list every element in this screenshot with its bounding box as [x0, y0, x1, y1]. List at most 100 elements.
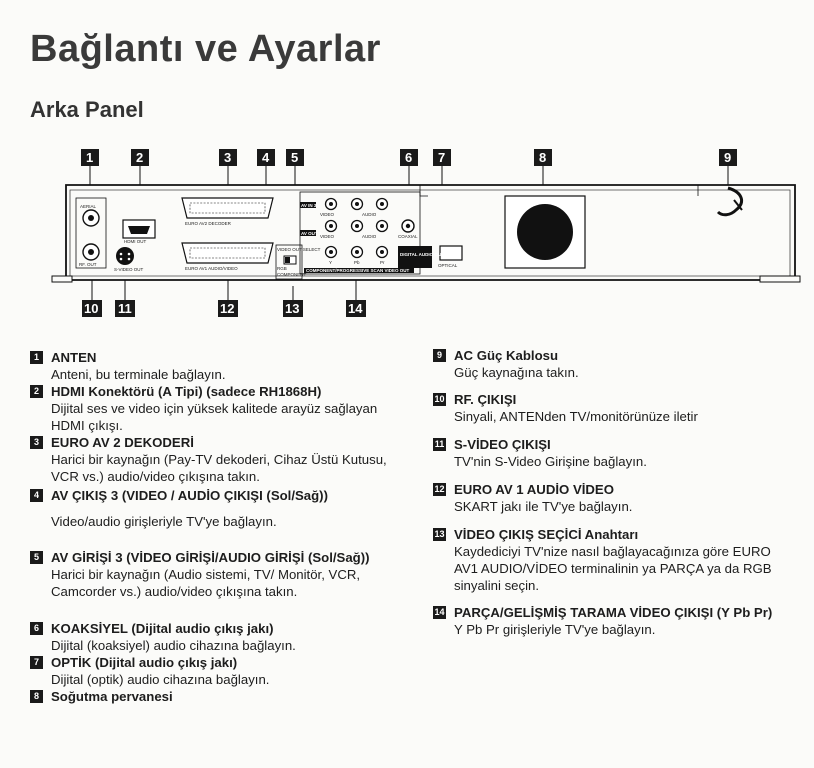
- callout-7: 7: [438, 150, 445, 165]
- page-title: Bağlantı ve Ayarlar: [30, 28, 381, 70]
- callout-12: 12: [220, 301, 234, 316]
- item-description: Kaydediciyi TV'nize nasıl bağlayacağınız…: [454, 544, 772, 593]
- item-heading: OPTİK (Dijital audio çıkış jakı): [51, 655, 238, 670]
- item-number: 10: [433, 393, 446, 406]
- item-heading: PARÇA/GELİŞMİŞ TARAMA VİDEO ÇIKIŞI (Y Pb…: [454, 605, 773, 620]
- item-hdmi: 2 HDMI Konektörü (A Tipi) (sadece RH1868H…: [30, 383, 400, 434]
- item-av-in3: 5 AV GİRİŞİ 3 (VİDEO GİRİŞİ/AUDIO GİRİŞİ …: [30, 549, 400, 600]
- item-description: TV'nin S-Video Girişine bağlayın.: [454, 454, 647, 469]
- item-description: Y Pb Pr girişleriyle TV'ye bağlayın.: [454, 622, 656, 637]
- item-description: Video/audio girişleriyle TV'ye bağlayın.: [51, 514, 277, 529]
- item-heading: VİDEO ÇIKIŞ SEÇİCİ Anahtarı: [454, 527, 639, 542]
- callout-13: 13: [285, 301, 299, 316]
- pr-label: Pr: [380, 260, 385, 265]
- item-rf-out: 10 RF. ÇIKIŞI Sinyali, ANTENden TV/monitö…: [433, 391, 793, 425]
- item-ac-power: 9 AC Güç Kablosu Güç kaynağına takın.: [433, 347, 793, 381]
- optical-port[interactable]: [439, 245, 463, 261]
- rf-out-label: RF. OUT: [79, 262, 97, 267]
- item-description: Sinyali, ANTENden TV/monitörünüze iletir: [454, 409, 698, 424]
- coaxial-jack[interactable]: [401, 219, 415, 233]
- callout-4: 4: [262, 150, 270, 165]
- item-fan: 8 Soğutma pervanesi: [30, 688, 400, 705]
- hdmi-port[interactable]: [122, 219, 156, 239]
- item-euro-av1: 12 EURO AV 1 AUDİO VİDEO SKART jakı ile T…: [433, 481, 793, 515]
- item-component: 14 PARÇA/GELİŞMİŞ TARAMA VİDEO ÇIKIŞI (Y …: [433, 604, 793, 638]
- item-number: 6: [30, 622, 43, 635]
- item-heading: AV ÇIKIŞ 3 (VIDEO / AUDİO ÇIKIŞI (Sol/Sa…: [51, 488, 328, 503]
- item-description: Anteni, bu terminale bağlayın.: [51, 367, 226, 382]
- callout-1: 1: [86, 150, 93, 165]
- callout-2: 2: [136, 150, 143, 165]
- item-heading: ANTEN: [51, 350, 97, 365]
- component-label: COMPONENT: [277, 272, 307, 277]
- item-number: 5: [30, 551, 43, 564]
- hdmi-out-label: HDMI OUT: [124, 239, 146, 244]
- callout-8: 8: [539, 150, 546, 165]
- s-video-label: S-VIDEO OUT: [114, 267, 144, 272]
- av-jacks[interactable]: [324, 197, 389, 233]
- callout-10: 10: [84, 301, 98, 316]
- pb-label: Pb: [354, 260, 360, 265]
- aerial-connector[interactable]: [75, 197, 107, 269]
- callout-5: 5: [291, 150, 298, 165]
- item-number: 13: [433, 528, 446, 541]
- digital-audio-out-label: DIGITAL AUDIO OUT: [400, 252, 444, 257]
- item-description: Dijital ses ve video için yüksek kalited…: [51, 401, 378, 433]
- component-out-label: COMPONENT/PROGRESSIVE SCAN VIDEO OUT: [306, 268, 410, 273]
- euro-av2-label: EURO AV2 DECODER: [185, 221, 232, 226]
- rear-panel-diagram: AERIAL RF. OUT HDMI OUT S-VIDEO OUT EURO…: [0, 140, 814, 330]
- video-label-bottom: VIDEO: [320, 234, 335, 239]
- item-heading: EURO AV 2 DEKODERİ: [51, 435, 194, 450]
- item-heading: S-VİDEO ÇIKIŞI: [454, 437, 551, 452]
- item-heading: HDMI Konektörü (A Tipi) (sadece RH1868H): [51, 384, 322, 399]
- video-out-select-label: VIDEO OUT SELECT: [277, 247, 321, 252]
- callout-3: 3: [224, 150, 231, 165]
- coaxial-label: COAXIAL: [398, 234, 418, 239]
- s-video-port[interactable]: [116, 247, 134, 265]
- euro-av2-scart[interactable]: [181, 197, 274, 219]
- item-number: 8: [30, 690, 43, 703]
- video-out-select-switch[interactable]: [275, 244, 303, 280]
- audio-label-top: AUDIO: [362, 212, 377, 217]
- item-number: 1: [30, 351, 43, 364]
- av-in3-label: AV IN 3: [301, 203, 317, 208]
- video-label-top: VIDEO: [320, 212, 335, 217]
- callout-9: 9: [724, 150, 731, 165]
- euro-av1-scart[interactable]: [181, 242, 274, 264]
- section-subtitle: Arka Panel: [30, 97, 144, 122]
- item-description: Güç kaynağına takın.: [454, 365, 579, 380]
- item-number: 9: [433, 349, 446, 362]
- item-description: Harici bir kaynağın (Pay-TV dekoderi, Ci…: [51, 452, 387, 484]
- item-number: 12: [433, 483, 446, 496]
- av-out3-label: AV OUT 3: [301, 231, 322, 236]
- y-label: Y: [329, 260, 332, 265]
- item-heading: AC Güç Kablosu: [454, 348, 559, 363]
- optical-label: OPTICAL: [438, 263, 458, 268]
- component-jacks[interactable]: [324, 245, 389, 259]
- item-number: 4: [30, 489, 43, 502]
- callout-11: 11: [118, 301, 132, 316]
- item-number: 2: [30, 385, 43, 398]
- audio-label-bottom: AUDIO: [362, 234, 377, 239]
- callout-6: 6: [405, 150, 412, 165]
- item-description: SKART jakı ile TV'ye bağlayın.: [454, 499, 633, 514]
- item-optical: 7 OPTİK (Dijital audio çıkış jakı) Dijita…: [30, 654, 400, 688]
- item-heading: EURO AV 1 AUDİO VİDEO: [454, 482, 614, 497]
- item-video-out-select: 13 VİDEO ÇIKIŞ SEÇİCİ Anahtarı Kaydediciy…: [433, 526, 793, 594]
- item-description: Dijital (optik) audio cihazına bağlayın.: [51, 672, 270, 687]
- aerial-label: AERIAL: [80, 204, 97, 209]
- item-heading: AV GİRİŞİ 3 (VİDEO GİRİŞİ/AUDIO GİRİŞİ (…: [51, 550, 370, 565]
- item-description: Harici bir kaynağın (Audio sistemi, TV/ …: [51, 567, 361, 599]
- ac-power-cord: [716, 186, 744, 217]
- callout-badges: 1 2 3 4 5 6 7 8 9 10 11 12 13 14: [81, 149, 737, 317]
- item-heading: Soğutma pervanesi: [51, 689, 173, 704]
- rgb-label: RGB: [277, 266, 287, 271]
- item-number: 14: [433, 606, 446, 619]
- item-heading: RF. ÇIKIŞI: [454, 392, 517, 407]
- cooling-fan: [504, 195, 586, 269]
- item-number: 7: [30, 656, 43, 669]
- item-description: Dijital (koaksiyel) audio cihazına bağla…: [51, 638, 296, 653]
